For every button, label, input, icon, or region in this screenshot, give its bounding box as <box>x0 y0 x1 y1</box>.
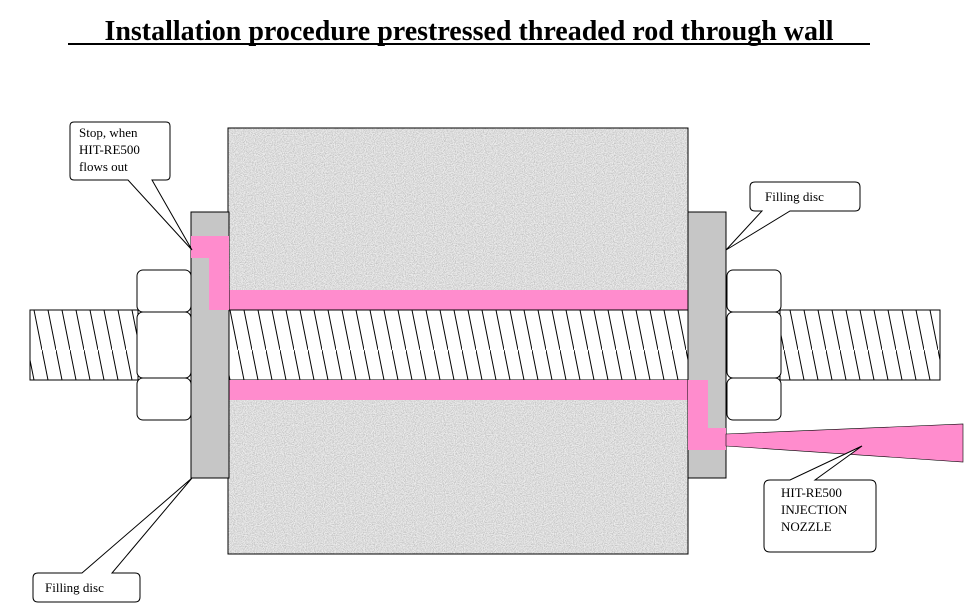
callout-stop-line-1: Stop, when <box>79 125 138 140</box>
svg-text:HIT-RE500 INJECTION: HIT-RE500 INJECTION NOZZLE <box>781 485 851 534</box>
threaded-rod-middle <box>227 309 689 381</box>
callout-filling-disc-right: Filling disc <box>725 181 861 251</box>
nut-right <box>726 269 782 421</box>
filling-disc-left <box>190 211 230 479</box>
callout-filling-disc-left: Filling disc <box>32 477 193 603</box>
borehole <box>227 290 689 400</box>
callout-nozzle-line-3: NOZZLE <box>781 519 832 534</box>
mortar-channel-right <box>688 380 726 450</box>
mortar-band-bottom <box>228 380 688 400</box>
callout-filling-disc-left-text: Filling disc <box>45 580 104 595</box>
mortar-channel-left <box>191 236 229 310</box>
svg-text:Stop, when HIT-RE500: Stop, when HIT-RE500 flows out <box>79 125 143 174</box>
callout-filling-disc-right-text: Filling disc <box>765 189 824 204</box>
callout-stop-flows-out: Stop, when HIT-RE500 flows out <box>69 121 193 251</box>
threaded-rod-right-end <box>779 309 941 381</box>
callout-nozzle-line-1: HIT-RE500 <box>781 485 842 500</box>
callout-stop-line-2: HIT-RE500 <box>79 142 140 157</box>
callout-nozzle-line-2: INJECTION <box>781 502 848 517</box>
filling-disc-right <box>687 211 727 479</box>
callout-injection-nozzle: HIT-RE500 INJECTION NOZZLE <box>763 445 877 553</box>
mortar-band-top <box>228 290 688 310</box>
threaded-rod-left-end <box>29 309 139 381</box>
callout-stop-line-3: flows out <box>79 159 128 174</box>
nut-left <box>136 269 192 421</box>
injection-nozzle <box>725 423 964 463</box>
page-title: Installation procedure prestressed threa… <box>104 16 833 47</box>
